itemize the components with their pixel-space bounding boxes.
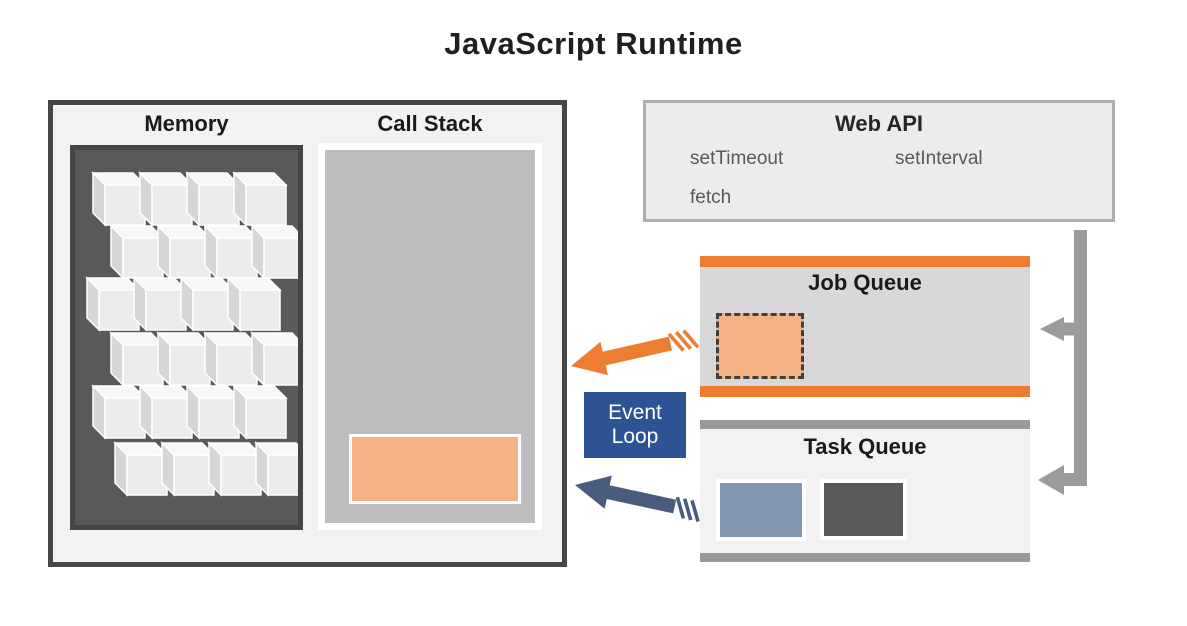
memory-cube-icon bbox=[160, 441, 216, 497]
task-queue-item-2 bbox=[820, 479, 907, 540]
memory-cube-icon bbox=[203, 331, 259, 387]
runtime-container: Memory Call Stack bbox=[48, 100, 567, 567]
diagram-title: JavaScript Runtime bbox=[444, 26, 743, 61]
job-queue-top-bar bbox=[700, 256, 1030, 267]
event-loop-box: Event Loop bbox=[584, 392, 686, 458]
call-stack-area bbox=[325, 150, 535, 523]
web-api-settimeout: setTimeout bbox=[690, 148, 784, 169]
memory-cube-icon bbox=[203, 224, 259, 280]
memory-cube-icon bbox=[138, 171, 194, 227]
task-queue-bottom-bar bbox=[700, 553, 1030, 562]
job-queue-bottom-bar bbox=[700, 386, 1030, 397]
task-to-stack-arrow-icon bbox=[575, 475, 700, 523]
web-api-fetch: fetch bbox=[690, 187, 732, 208]
memory-cube-icon bbox=[185, 384, 241, 440]
task-queue-item-1 bbox=[716, 479, 806, 541]
memory-cube-icon bbox=[138, 384, 194, 440]
memory-cube-icon bbox=[250, 224, 298, 280]
job-to-stack-arrow-icon bbox=[571, 329, 700, 376]
memory-cube-icon bbox=[207, 441, 263, 497]
call-stack-box bbox=[318, 143, 542, 530]
memory-cubes-graphic bbox=[85, 171, 298, 497]
web-api-title: Web API bbox=[834, 111, 923, 136]
memory-cube-icon bbox=[85, 276, 141, 332]
memory-cube-icon bbox=[185, 171, 241, 227]
web-api-setinterval: setInterval bbox=[895, 148, 983, 169]
event-loop-label-line1: Event bbox=[608, 400, 662, 424]
job-queue-pending-item bbox=[716, 313, 804, 379]
web-api-box: Web API setTimeout setInterval fetch bbox=[643, 100, 1115, 222]
memory-cube-icon bbox=[156, 331, 212, 387]
job-queue-title: Job Queue bbox=[808, 270, 922, 295]
event-loop-label-line2: Loop bbox=[611, 425, 659, 448]
task-queue-top-bar bbox=[700, 420, 1030, 429]
memory-cube-icon bbox=[109, 224, 165, 280]
memory-cube-icon bbox=[254, 441, 298, 497]
job-queue-box: Job Queue bbox=[700, 256, 1030, 397]
task-queue-title: Task Queue bbox=[803, 434, 927, 459]
memory-cube-icon bbox=[113, 441, 169, 497]
memory-label: Memory bbox=[144, 111, 229, 136]
memory-cube-icon bbox=[132, 276, 188, 332]
memory-cube-icon bbox=[179, 276, 235, 332]
webapi-to-queues-arrow-icon bbox=[1038, 230, 1087, 495]
memory-cube-icon bbox=[232, 384, 288, 440]
memory-cube-icon bbox=[226, 276, 282, 332]
memory-cube-icon bbox=[109, 331, 165, 387]
memory-cube-icon bbox=[156, 224, 212, 280]
task-queue-box: Task Queue bbox=[700, 420, 1030, 562]
call-stack-frame bbox=[349, 434, 521, 504]
memory-cube-icon bbox=[232, 171, 288, 227]
memory-cube-icon bbox=[91, 171, 147, 227]
memory-heap-box bbox=[70, 145, 303, 530]
call-stack-label: Call Stack bbox=[377, 111, 483, 136]
memory-cube-icon bbox=[250, 331, 298, 387]
memory-cube-icon bbox=[91, 384, 147, 440]
